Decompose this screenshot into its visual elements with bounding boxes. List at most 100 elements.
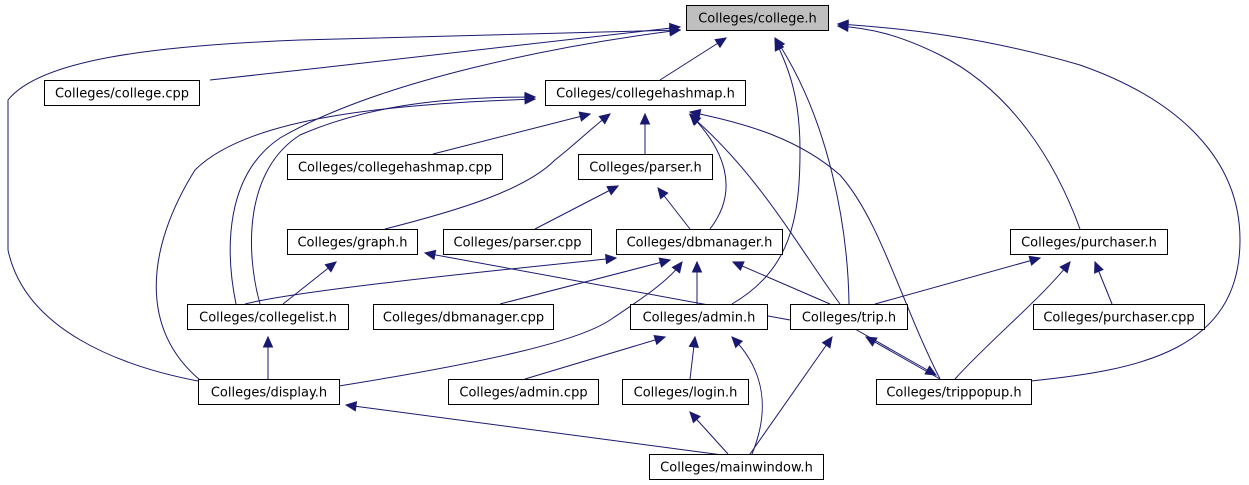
node-purchaser-cpp[interactable]: Colleges/purchaser.cpp: [1033, 304, 1205, 330]
node-box: [686, 5, 829, 31]
node-college-h[interactable]: Colleges/college.h: [686, 5, 829, 31]
node-box: [287, 229, 418, 255]
node-mainwindow-h[interactable]: Colleges/mainwindow.h: [649, 454, 824, 480]
edge-parser_h-to-collegehashmap_h: [639, 112, 651, 154]
arrowhead: [423, 249, 437, 261]
edge-line: [7, 29, 681, 382]
edge-trip_h-to-purchaser_h: [874, 255, 1042, 305]
node-dbmanager-cpp[interactable]: Colleges/dbmanager.cpp: [373, 304, 554, 330]
edge-line: [731, 39, 801, 305]
node-display-h[interactable]: Colleges/display.h: [198, 379, 340, 405]
edge-line: [229, 29, 681, 305]
node-purchaser-h[interactable]: Colleges/purchaser.h: [1010, 229, 1168, 255]
node-college-cpp[interactable]: Colleges/college.cpp: [44, 80, 200, 106]
node-login-h[interactable]: Colleges/login.h: [622, 379, 749, 405]
edge-mainwindow_h-to-admin_h: [731, 336, 763, 455]
edge-line: [689, 111, 941, 380]
node-admin-cpp[interactable]: Colleges/admin.cpp: [448, 379, 599, 405]
arrowhead: [836, 19, 849, 30]
node-trip-h[interactable]: Colleges/trip.h: [790, 304, 908, 330]
node-label: Colleges/collegehashmap.h: [556, 87, 735, 102]
arrowhead: [653, 334, 667, 346]
node-label: Colleges/collegelist.h: [199, 311, 337, 326]
node-label: Colleges/display.h: [211, 386, 327, 401]
edge-trippopup_h-to-purchaser_h: [954, 261, 1071, 380]
arrowhead: [821, 336, 833, 349]
edge-display_h-to-dbmanager_h: [338, 261, 683, 387]
node-label: Colleges/trip.h: [802, 311, 896, 326]
node-box: [373, 304, 554, 330]
arrowhead: [774, 36, 786, 50]
node-parser-h[interactable]: Colleges/parser.h: [578, 154, 713, 180]
edge-mainwindow_h-to-trip_h: [749, 336, 833, 455]
edge-line: [250, 96, 536, 305]
node-parser-cpp[interactable]: Colleges/parser.cpp: [443, 229, 592, 255]
edge-line: [837, 25, 1081, 230]
edge-line: [659, 37, 727, 81]
node-label: Colleges/collegehashmap.cpp: [298, 161, 492, 176]
node-label: Colleges/dbmanager.h: [627, 236, 773, 251]
node-dbmanager-h[interactable]: Colleges/dbmanager.h: [616, 229, 783, 255]
node-label: Colleges/trippopup.h: [886, 386, 1021, 401]
node-collegelist-h[interactable]: Colleges/collegelist.h: [187, 304, 349, 330]
arrowhead: [714, 37, 728, 49]
arrowhead: [924, 365, 938, 376]
edge-line: [282, 261, 337, 305]
edges-layer: [7, 19, 1241, 457]
node-graph-h[interactable]: Colleges/graph.h: [287, 229, 418, 255]
edge-trip_h-to-college_h: [774, 36, 850, 305]
node-label: Colleges/purchaser.cpp: [1043, 311, 1194, 326]
edge-line: [534, 185, 619, 230]
node-trippopup-h[interactable]: Colleges/trippopup.h: [876, 379, 1032, 405]
edge-parser_cpp-to-parser_h: [534, 185, 620, 230]
edge-line: [345, 404, 731, 457]
node-box: [545, 80, 746, 106]
node-label: Colleges/dbmanager.cpp: [383, 311, 544, 326]
edge-graph_h-to-collegehashmap_h: [384, 113, 611, 230]
node-box: [1010, 229, 1168, 255]
edge-mainwindow_h-to-display_h: [344, 401, 731, 457]
edge-line: [954, 261, 1071, 380]
node-box: [622, 379, 749, 405]
edge-dbmanager_h-to-parser_h: [657, 187, 691, 230]
node-label: Colleges/login.h: [634, 386, 738, 401]
node-box: [443, 229, 592, 255]
edge-trip_h-to-dbmanager_h: [731, 261, 831, 305]
edge-login_h-to-admin_h: [688, 335, 699, 380]
edge-line: [432, 113, 591, 155]
edge-line: [524, 336, 666, 380]
arrowhead: [324, 261, 337, 273]
node-box: [448, 379, 599, 405]
node-admin-h[interactable]: Colleges/admin.h: [630, 304, 768, 330]
arrowhead: [578, 111, 592, 122]
node-box: [44, 80, 200, 106]
node-label: Colleges/purchaser.h: [1021, 236, 1157, 251]
arrowhead: [344, 401, 358, 412]
edge-line: [244, 257, 617, 305]
node-collegehashmap-h[interactable]: Colleges/collegehashmap.h: [545, 80, 746, 106]
node-box: [198, 379, 340, 405]
node-label: Colleges/admin.cpp: [459, 386, 587, 401]
edge-dbmanager_cpp-to-dbmanager_h: [499, 257, 672, 305]
edge-display_h-to-collegelist_h: [262, 335, 274, 379]
arrowhead: [598, 113, 611, 125]
node-box: [790, 304, 908, 330]
arrowhead: [606, 185, 620, 196]
node-label: Colleges/parser.h: [589, 161, 702, 176]
edge-trip_h-to-trippopup_h: [854, 328, 938, 376]
edge-line: [731, 336, 763, 455]
node-label: Colleges/graph.h: [297, 236, 407, 251]
edge-line: [155, 98, 536, 381]
edge-trippopup_h-to-college_h: [836, 19, 1241, 382]
node-box: [630, 304, 768, 330]
edge-display_h-to-college_h: [7, 24, 682, 382]
arrowhead: [691, 260, 703, 273]
edge-purchaser_h-to-college_h: [836, 21, 1081, 230]
edge-line: [749, 336, 833, 455]
edge-line: [732, 261, 831, 305]
arrowhead: [688, 108, 702, 120]
node-collegehashmap-cpp[interactable]: Colleges/collegehashmap.cpp: [287, 154, 503, 180]
edge-collegehashmap_h-to-college_h: [659, 37, 728, 81]
arrowhead: [524, 94, 537, 105]
edge-line: [338, 261, 683, 387]
